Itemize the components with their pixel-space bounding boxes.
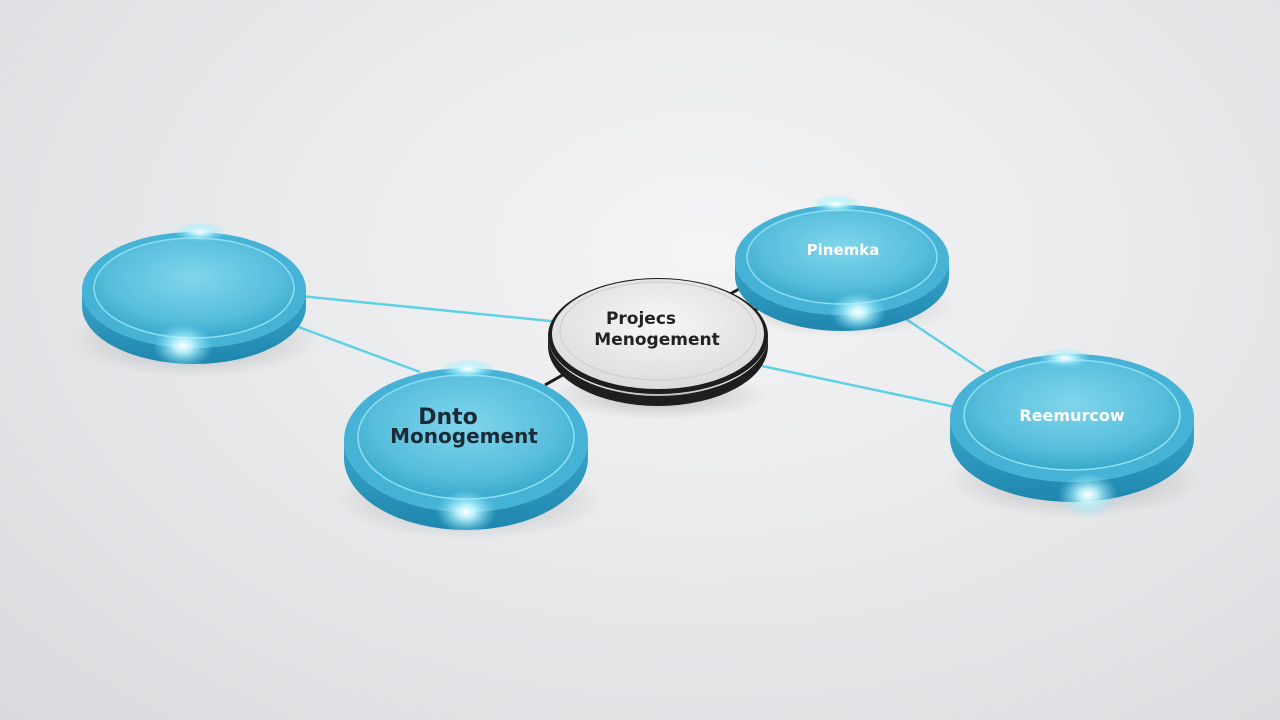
node-top-right: Pinemka <box>727 195 957 337</box>
node-bottom-right: Reemurcow <box>945 348 1205 518</box>
connector-topleft-center <box>299 294 561 324</box>
glow-icon <box>153 324 213 368</box>
node-center-line2: Menogement <box>594 330 719 350</box>
glow-icon <box>812 195 860 213</box>
glow-icon <box>174 222 226 242</box>
node-data-management-line2: Monogement <box>390 424 538 448</box>
connector-center-bottomright <box>761 364 961 410</box>
glow-icon <box>436 490 496 534</box>
node-top-left <box>70 222 320 378</box>
node-data-management: Dnto Monogement <box>335 359 605 540</box>
glow-icon <box>1058 473 1118 517</box>
glow-icon <box>1039 348 1091 368</box>
node-data-management-line1: Dnto <box>418 405 478 430</box>
node-bottom-right-label: Reemurcow <box>1019 406 1124 425</box>
glow-icon <box>440 359 496 379</box>
glow-icon <box>830 292 886 332</box>
node-top-right-label: Pinemka <box>807 241 880 259</box>
node-center-line1: Projecs <box>606 309 676 329</box>
node-project-management: Projecs Menogement <box>548 278 770 420</box>
